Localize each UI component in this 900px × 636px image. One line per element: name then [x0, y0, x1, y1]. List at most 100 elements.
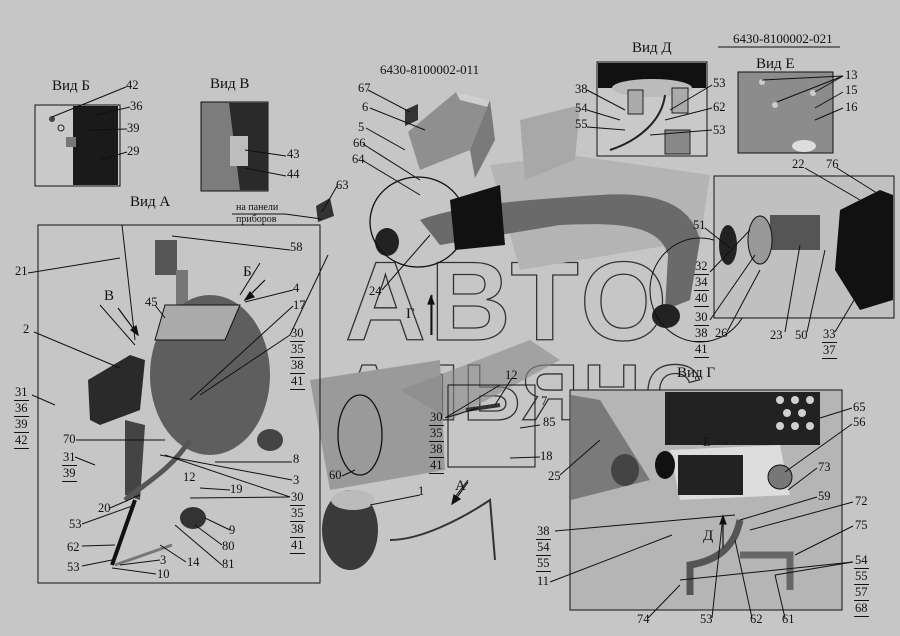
callout: 12 — [183, 470, 196, 484]
callout: 31 — [62, 450, 77, 466]
arrow-label-e: Е — [703, 435, 711, 449]
note-line2: приборов — [236, 214, 277, 225]
callout-stack: 31 39 — [62, 450, 77, 482]
callout-stack: 30 35 38 41 — [429, 410, 444, 474]
callout: 30 — [694, 310, 709, 326]
callout: 26 — [715, 326, 728, 340]
view-v-title: Вид В — [210, 76, 250, 92]
callout: 17 — [293, 298, 306, 312]
callout: 38 — [290, 358, 305, 374]
view-v-box — [200, 101, 269, 192]
callout: 42 — [14, 433, 29, 449]
callout: 3 — [293, 473, 300, 487]
callout: 14 — [187, 555, 200, 569]
callout: 41 — [290, 538, 305, 554]
view-g-title: Вид Г — [677, 365, 716, 381]
callout-stack: 54 55 57 68 — [854, 553, 869, 617]
callout-stack: 32 34 40 — [694, 259, 709, 307]
callout: 75 — [855, 518, 868, 532]
callout: 56 — [853, 415, 866, 429]
callout-stack: 33 37 — [822, 327, 837, 359]
callout: 4 — [293, 281, 300, 295]
callout: 25 — [548, 469, 561, 483]
leader-lines — [27, 46, 881, 619]
callout: 38 — [429, 442, 444, 458]
callout: 59 — [818, 489, 831, 503]
callout: 81 — [222, 557, 235, 571]
callout: 65 — [853, 400, 866, 414]
callout: 39 — [127, 121, 140, 135]
view-a-title: Вид А — [130, 194, 171, 210]
callout: 39 — [62, 466, 77, 482]
callout: 35 — [290, 506, 305, 522]
callout: 41 — [694, 342, 709, 358]
callout: 39 — [14, 417, 29, 433]
callout: 53 — [67, 560, 80, 574]
callout: 53 — [69, 517, 82, 531]
callout: 33 — [822, 327, 837, 343]
callout: 5 — [358, 120, 365, 134]
arrow-label-a: А — [455, 478, 466, 494]
callout: 55 — [575, 117, 588, 131]
callout: 30 — [429, 410, 444, 426]
callout: 19 — [230, 482, 243, 496]
callout: 21 — [15, 264, 28, 278]
assembly-code-021: 6430-8100002-021 — [733, 31, 833, 46]
callout: 23 — [770, 328, 783, 342]
callout: 42 — [126, 78, 139, 92]
callout: 54 — [575, 101, 588, 115]
callout: 41 — [290, 374, 305, 390]
callout-stack: 30 38 41 — [694, 310, 709, 358]
callout: 51 — [693, 218, 706, 232]
callout: 66 — [353, 136, 366, 150]
callout: 76 — [826, 157, 839, 171]
arrow-label-b: Б — [243, 264, 252, 280]
callout: 38 — [575, 82, 588, 96]
callout: 62 — [67, 540, 80, 554]
callout: 2 — [23, 322, 30, 336]
callout: 62 — [713, 100, 726, 114]
callout: 8 — [293, 452, 300, 466]
view-arrows — [117, 279, 727, 548]
callout: 9 — [229, 523, 236, 537]
callout: 68 — [854, 601, 869, 617]
callout: 54 — [854, 553, 869, 569]
callout: 24 — [369, 284, 382, 298]
callout: 38 — [536, 524, 551, 540]
callout: 54 — [536, 540, 551, 556]
callout: 18 — [540, 449, 553, 463]
callout: 80 — [222, 539, 235, 553]
view-g-box — [569, 389, 843, 611]
callout: 29 — [127, 144, 140, 158]
callout: 38 — [694, 326, 709, 342]
callout: 38 — [290, 522, 305, 538]
view-d-box — [596, 61, 708, 157]
assembly-code-011: 6430-8100002-011 — [380, 62, 480, 77]
view-detail-right-box — [713, 175, 895, 319]
callout: 11 — [537, 574, 550, 588]
callout: 64 — [352, 152, 365, 166]
callout-stack: 38 54 55 — [536, 524, 551, 572]
callout: 61 — [782, 612, 795, 626]
callout: 3 — [160, 553, 167, 567]
callout: 31 — [14, 385, 29, 401]
callout: 7 — [541, 394, 548, 408]
callout-stack: 30 35 38 41 — [290, 326, 305, 390]
callout: 85 — [543, 415, 556, 429]
watermark-line1: АВТО — [345, 239, 671, 364]
callout: 74 — [637, 612, 650, 626]
callout: 60 — [329, 468, 342, 482]
view-d-title: Вид Д — [632, 40, 672, 56]
callout: 53 — [700, 612, 713, 626]
view-e-box — [737, 71, 834, 154]
callout: 37 — [822, 343, 837, 359]
arrow-label-g: Г — [406, 306, 415, 322]
callout: 13 — [845, 68, 858, 82]
view-e-title: Вид Е — [756, 56, 795, 72]
callout: 22 — [792, 157, 805, 171]
heater-unit — [322, 490, 496, 570]
callout: 53 — [713, 123, 726, 137]
air-duct — [369, 176, 751, 343]
callout: 12 — [505, 368, 518, 382]
